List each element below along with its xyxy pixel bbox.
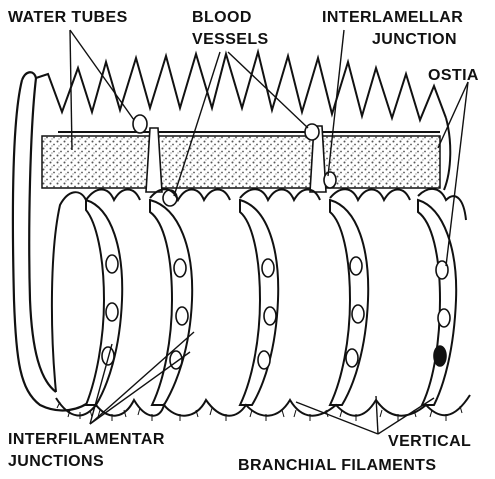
branchial-filaments <box>86 200 456 405</box>
filament-3 <box>240 200 278 405</box>
filament-4 <box>330 200 368 405</box>
label-interfilamentar-line2: JUNCTIONS <box>8 453 104 470</box>
label-branchial-filaments: BRANCHIAL FILAMENTS <box>238 457 436 474</box>
label-water-tubes: WATER TUBES <box>8 9 128 26</box>
leader-vertical-3 <box>378 398 434 434</box>
filament-2 <box>150 200 192 405</box>
label-vertical: VERTICAL <box>388 433 471 450</box>
label-interlamellar-line1: INTERLAMELLAR <box>322 9 463 26</box>
label-blood-vessels-line1: BLOOD <box>192 9 252 26</box>
blood-space-band <box>42 136 440 188</box>
label-blood-vessels-line2: VESSELS <box>192 31 269 48</box>
label-ostia: OSTIA <box>428 67 479 84</box>
label-interfilamentar-line1: INTERFILAMENTAR <box>8 431 165 448</box>
outer-lamella-wall <box>13 72 92 410</box>
label-interlamellar-line2: JUNCTION <box>372 31 457 48</box>
